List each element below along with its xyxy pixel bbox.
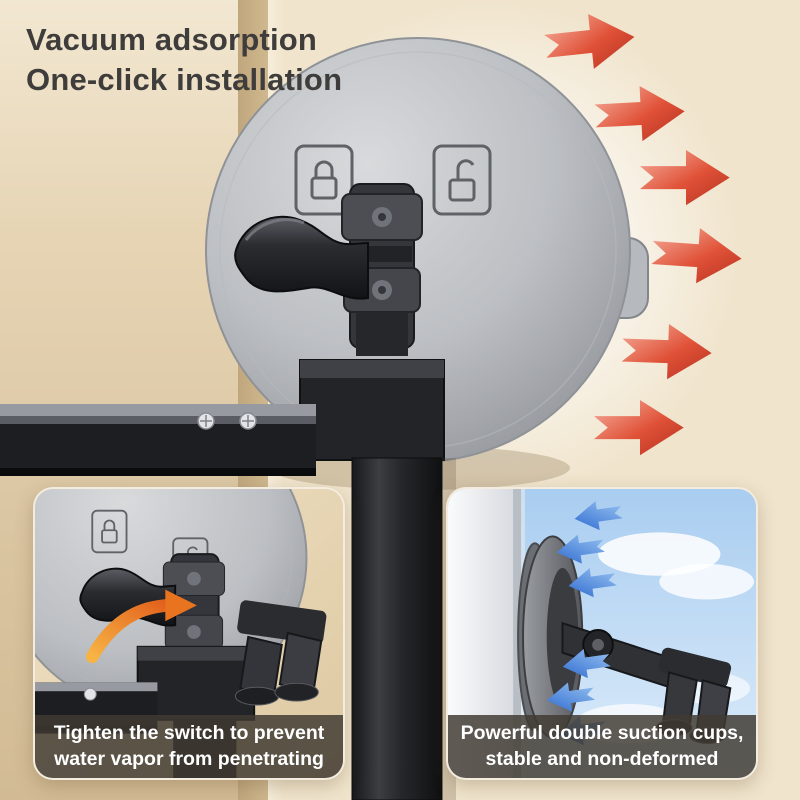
red-arrow-icon	[621, 324, 712, 380]
suction-disc	[205, 37, 631, 463]
airflow-arrows	[544, 14, 742, 456]
red-arrow-icon	[594, 400, 684, 456]
red-arrow-icon	[544, 14, 635, 69]
unlock-icon	[432, 144, 492, 216]
blue-arrow-icon	[546, 682, 596, 712]
blue-arrow-icon	[568, 568, 617, 598]
lock-lever	[234, 215, 369, 300]
blue-arrow-icon	[556, 534, 605, 564]
headline-line2: One-click installation	[26, 61, 343, 97]
blue-arrow-icon	[574, 501, 623, 531]
blue-arrow-icon	[562, 649, 611, 679]
towel-rail	[0, 404, 316, 476]
red-arrow-icon	[651, 228, 742, 284]
hinge-clamp	[162, 553, 226, 676]
rotate-arrow-icon	[85, 589, 197, 664]
caption-suction: Powerful double suction cups, stable and…	[448, 715, 756, 778]
inset-switch-detail: Tighten the switch to prevent water vapo…	[33, 487, 345, 780]
lock-icon	[294, 144, 354, 216]
headline: Vacuum adsorption One-click installation	[26, 20, 342, 99]
rail-screw	[197, 412, 215, 430]
rail-screw	[239, 412, 257, 430]
headline-line1: Vacuum adsorption	[26, 22, 318, 57]
vertical-bar	[351, 457, 443, 800]
inset-suction-detail: Powerful double suction cups, stable and…	[446, 487, 758, 780]
red-arrow-icon	[594, 85, 685, 142]
lock-icon	[91, 509, 128, 554]
red-arrow-icon	[640, 150, 730, 206]
suction-cups	[234, 600, 327, 706]
caption-switch: Tighten the switch to prevent water vapo…	[35, 715, 343, 778]
mount-block	[299, 359, 445, 461]
